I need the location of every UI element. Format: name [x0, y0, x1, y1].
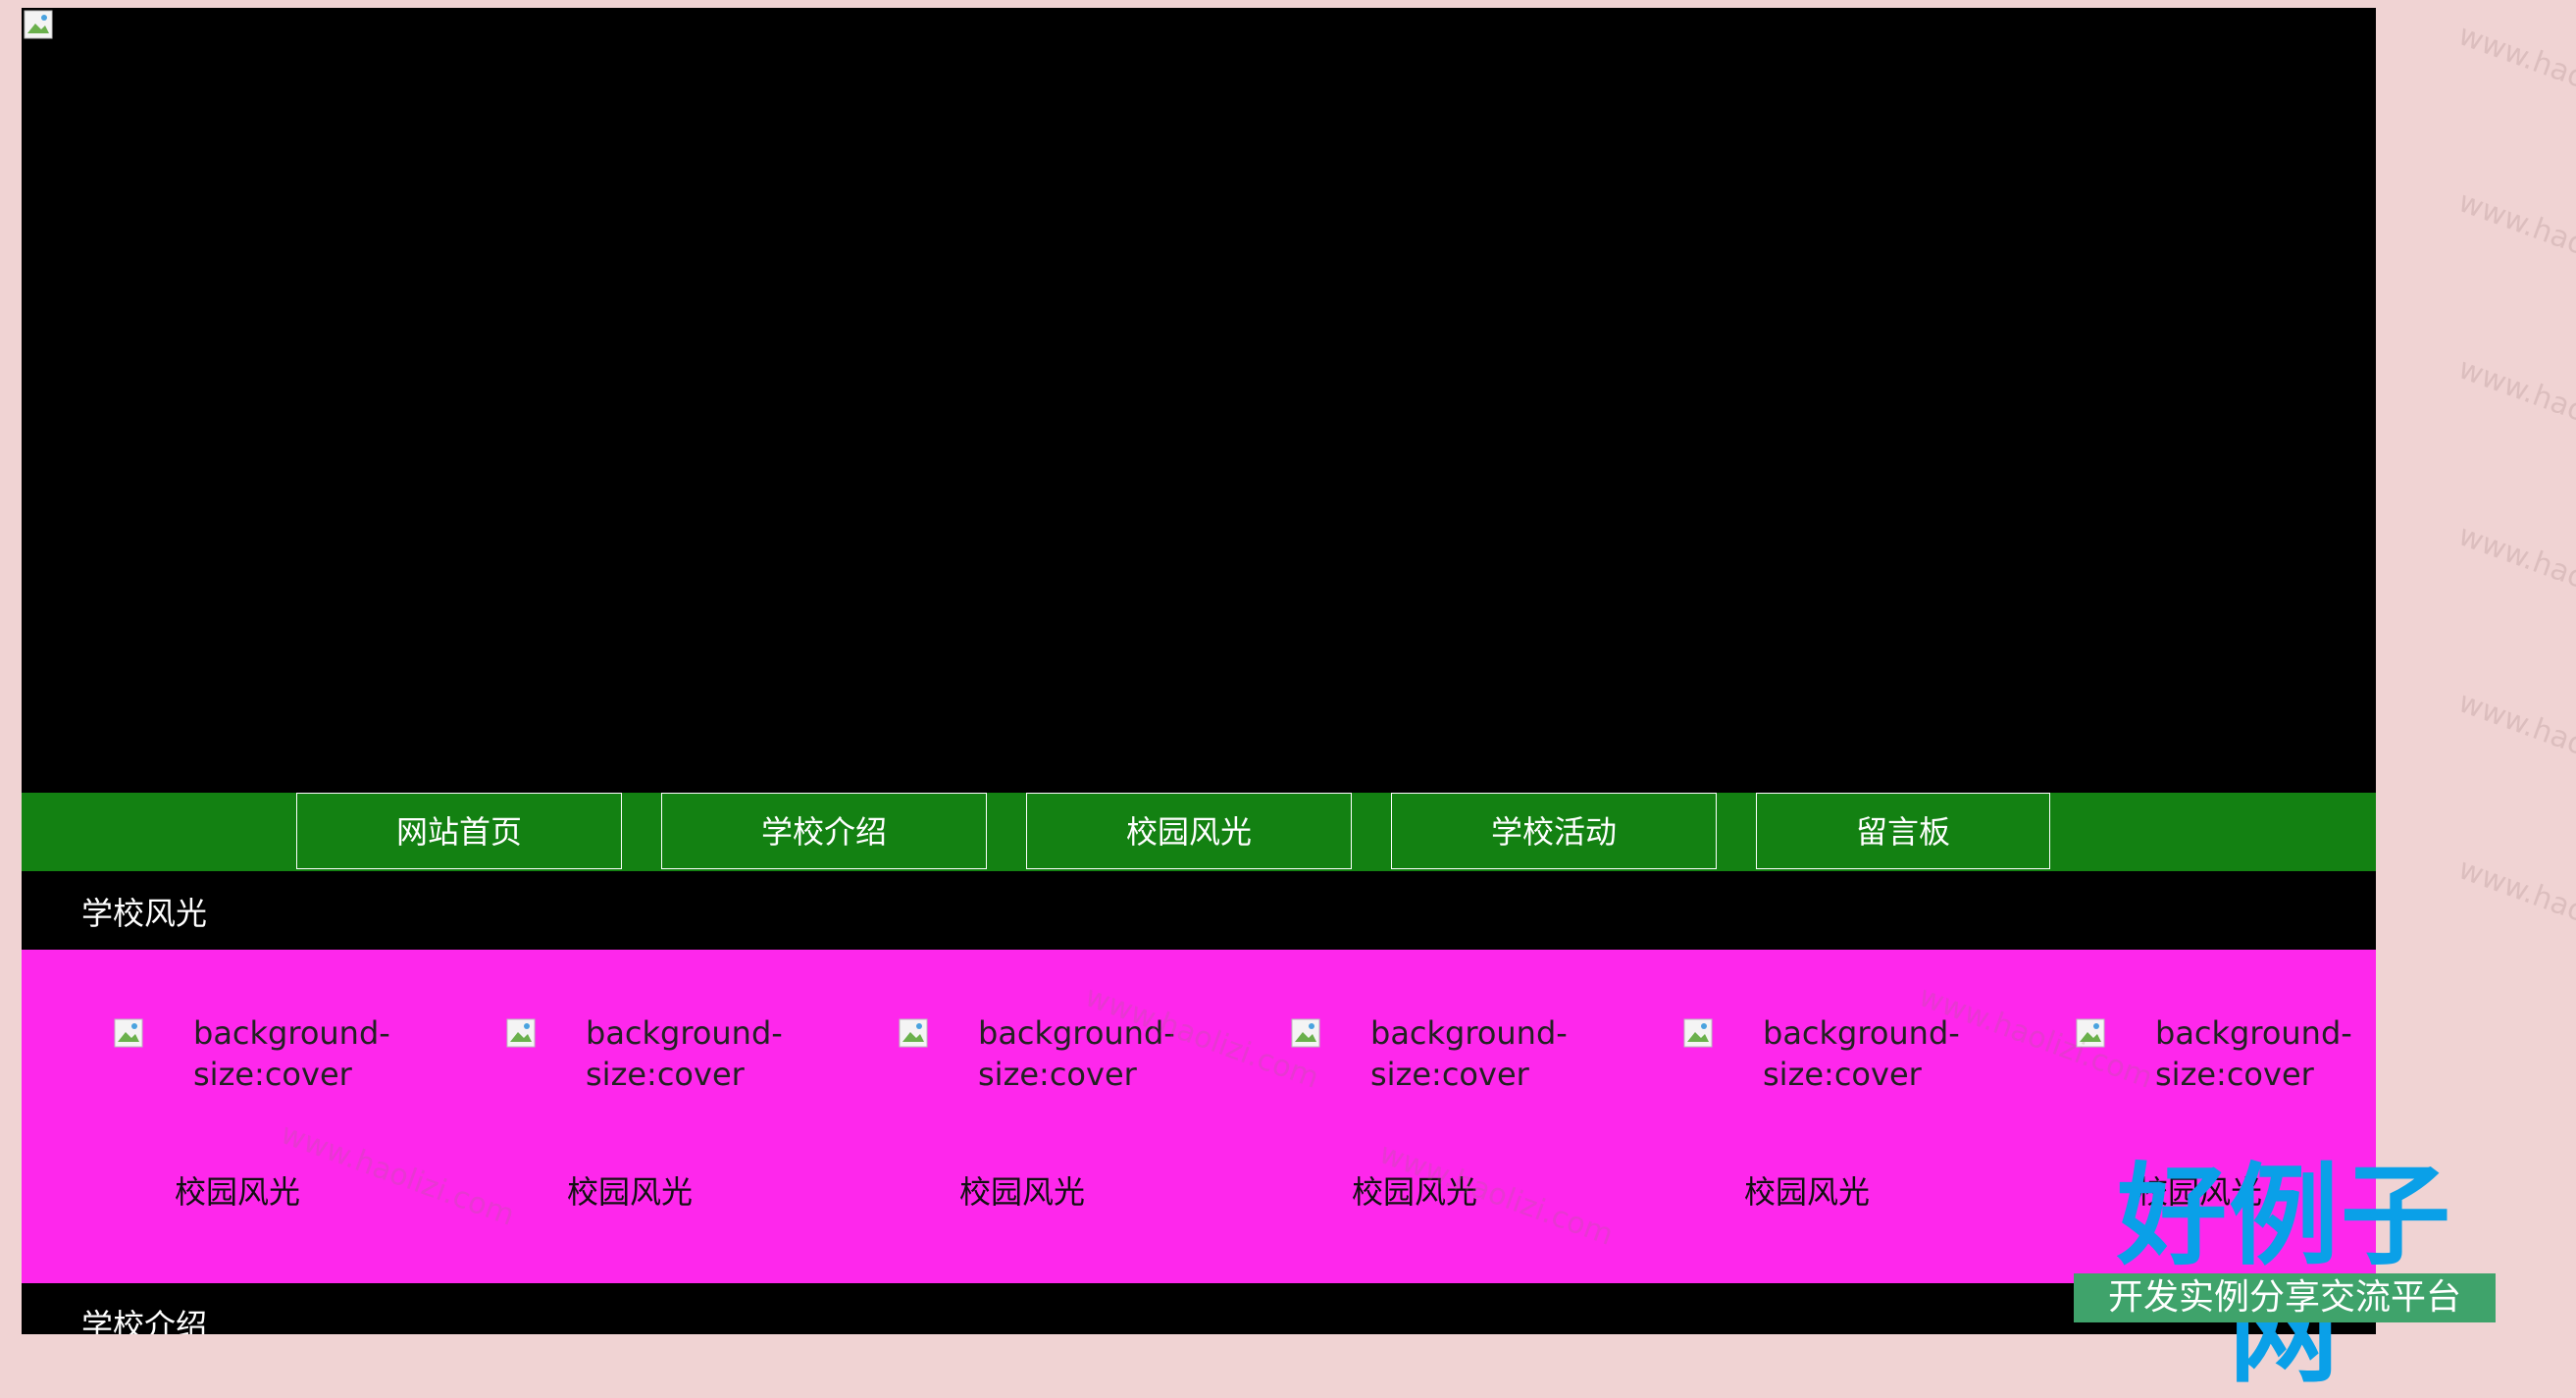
gallery: background-size:cover 校园风光 background-si… [22, 950, 2376, 1283]
gallery-image-placeholder: background-size:cover [443, 1012, 816, 1095]
logo-subtitle: 开发实例分享交流平台 [2074, 1273, 2496, 1322]
gallery-image-placeholder: background-size:cover [1228, 1012, 1601, 1095]
gallery-caption: 校园风光 [958, 1173, 1085, 1211]
page: 网站首页 学校介绍 校园风光 学校活动 留言板 学校风光 background-… [22, 8, 2376, 1334]
nav-item-campus-scenery[interactable]: 校园风光 [1026, 793, 1352, 869]
nav-item-home[interactable]: 网站首页 [296, 793, 622, 869]
broken-image-icon [2076, 1018, 2105, 1048]
gallery-caption: 校园风光 [1351, 1173, 1477, 1211]
gallery-card[interactable]: background-size:cover 校园风光 [51, 1012, 424, 1268]
gallery-image-placeholder: background-size:cover [51, 1012, 424, 1095]
gallery-card[interactable]: background-size:cover 校园风光 [2013, 1012, 2376, 1268]
gallery-caption: 校园风光 [566, 1173, 693, 1211]
nav-item-school-activities[interactable]: 学校活动 [1391, 793, 1717, 869]
gallery-card[interactable]: background-size:cover 校园风光 [1228, 1012, 1601, 1268]
banner-image [22, 8, 2376, 793]
gallery-image-placeholder: background-size:cover [836, 1012, 1209, 1095]
gallery-card[interactable]: background-size:cover 校园风光 [1621, 1012, 1993, 1268]
gallery-caption: 校园风光 [2136, 1173, 2262, 1211]
watermark-text: www.haolizi.com [2453, 685, 2576, 802]
broken-image-icon [506, 1018, 536, 1048]
broken-image-icon [1683, 1018, 1713, 1048]
gallery-caption: 校园风光 [174, 1173, 300, 1211]
section-title-intro: 学校介绍 [81, 1307, 208, 1334]
broken-image-icon [24, 10, 53, 39]
watermark-text: www.haolizi.com [2453, 852, 2576, 968]
main-nav: 网站首页 学校介绍 校园风光 学校活动 留言板 [22, 793, 2376, 871]
gallery-image-alt: background-size:cover [1763, 1014, 1960, 1093]
gallery-image-alt: background-size:cover [978, 1014, 1175, 1093]
broken-image-icon [114, 1018, 143, 1048]
nav-item-message-board[interactable]: 留言板 [1756, 793, 2050, 869]
section-title-scenery: 学校风光 [81, 895, 208, 932]
broken-image-icon [899, 1018, 928, 1048]
watermark-text: www.haolizi.com [2453, 351, 2576, 468]
watermark-text: www.haolizi.com [2453, 518, 2576, 635]
gallery-image-alt: background-size:cover [586, 1014, 783, 1093]
gallery-image-alt: background-size:cover [2155, 1014, 2352, 1093]
watermark-text: www.haolizi.com [2453, 184, 2576, 301]
gallery-caption: 校园风光 [1743, 1173, 1870, 1211]
gallery-image-placeholder: background-size:cover [2013, 1012, 2376, 1095]
gallery-image-alt: background-size:cover [1370, 1014, 1568, 1093]
watermark-text: www.haolizi.com [2453, 18, 2576, 134]
section-header-scenery: 学校风光 [22, 871, 2376, 950]
gallery-card[interactable]: background-size:cover 校园风光 [443, 1012, 816, 1268]
gallery-image-alt: background-size:cover [193, 1014, 390, 1093]
nav-item-school-intro[interactable]: 学校介绍 [661, 793, 987, 869]
gallery-card[interactable]: background-size:cover 校园风光 [836, 1012, 1209, 1268]
gallery-image-placeholder: background-size:cover [1621, 1012, 1993, 1095]
site-logo: 好例子网 开发实例分享交流平台 [2074, 1158, 2496, 1393]
broken-image-icon [1291, 1018, 1320, 1048]
section-header-intro: 学校介绍 [22, 1283, 2376, 1334]
